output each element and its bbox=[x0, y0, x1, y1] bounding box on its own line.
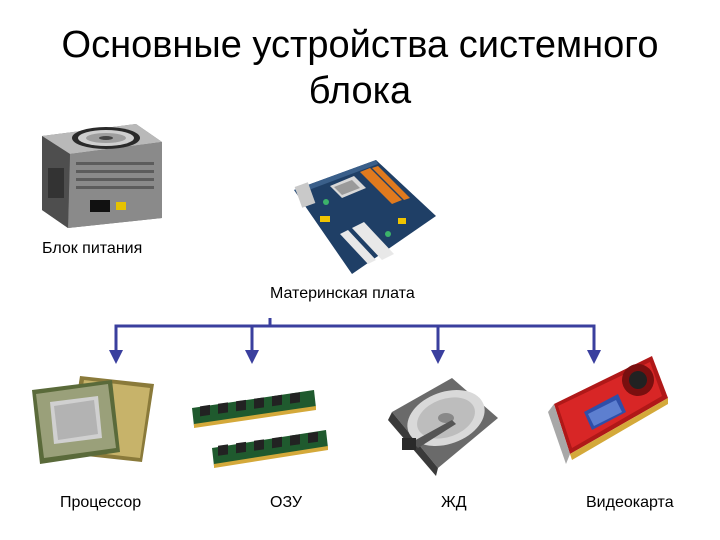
power-supply-label: Блок питания bbox=[42, 240, 143, 257]
graphics-card-image bbox=[544, 346, 674, 474]
ram-label: ОЗУ bbox=[270, 494, 303, 511]
arrow-gpu bbox=[587, 350, 601, 364]
slide-title: Основные устройства системного блока bbox=[61, 24, 659, 112]
cpu-image bbox=[28, 370, 168, 470]
arrow-cpu bbox=[109, 350, 123, 364]
connection-lines bbox=[100, 318, 610, 368]
motherboard-image bbox=[290, 158, 438, 276]
graphics-card-label: Видеокарта bbox=[586, 494, 674, 511]
motherboard-label: Материнская плата bbox=[270, 285, 415, 302]
cpu-label: Процессор bbox=[60, 494, 142, 511]
hdd-image bbox=[382, 372, 502, 476]
hdd-label: ЖД bbox=[441, 494, 467, 511]
arrow-ram bbox=[245, 350, 259, 364]
power-supply-image bbox=[36, 118, 166, 230]
arrow-hdd bbox=[431, 350, 445, 364]
ram-image bbox=[188, 384, 330, 476]
